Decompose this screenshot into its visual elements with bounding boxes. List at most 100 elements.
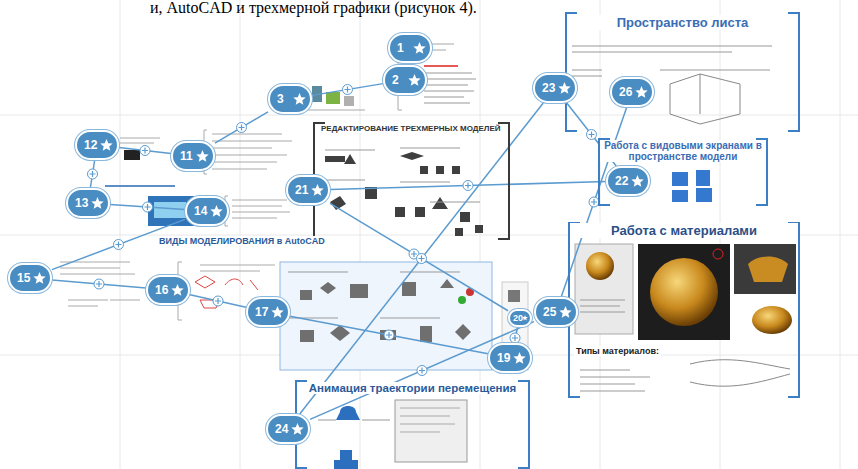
path-point: 11 — [171, 141, 215, 171]
path-point: 23 — [533, 73, 577, 103]
step-marker — [140, 146, 150, 156]
step-marker-cross — [419, 256, 425, 262]
path-number: 16 — [148, 277, 188, 303]
path-connector — [312, 84, 383, 96]
path-number: 23 — [535, 75, 575, 101]
thumbnail — [124, 150, 140, 160]
frame-title: РЕДАКТИРОВАНИЕ ТРЕХМЕРНЫХ МОДЕЛЕЙ — [319, 124, 504, 133]
star-icon — [171, 284, 184, 297]
thumbnail — [326, 92, 340, 104]
star-shape — [293, 93, 305, 105]
path-point: 3 — [268, 84, 312, 114]
star-shape — [513, 352, 525, 364]
path-connector — [90, 160, 94, 188]
frame-note: Типы материалов: — [574, 346, 661, 356]
step-marker-ring — [417, 366, 427, 376]
model-icons — [508, 290, 520, 302]
thumbnail — [344, 96, 354, 106]
step-marker-cross — [90, 171, 96, 177]
star-shape — [559, 306, 571, 318]
star-shape — [33, 272, 45, 284]
star-shape — [291, 423, 303, 435]
path-number: 14 — [187, 198, 227, 224]
step-marker — [384, 330, 394, 340]
slide-frame: Работа с материаламиТипы материалов: — [568, 222, 800, 398]
path-point: 25 — [534, 297, 578, 327]
slide-frame: Пространство листа — [565, 12, 800, 132]
path-number: 22 — [608, 168, 648, 194]
path-number: 26 — [612, 79, 652, 105]
star-icon — [631, 175, 644, 188]
step-marker-ring — [237, 123, 247, 133]
path-point: 21 — [286, 175, 330, 205]
color-dot — [458, 296, 466, 304]
star-icon — [311, 184, 324, 197]
frame-title: Анимация траектории перемещения — [297, 382, 528, 394]
cut-caption: и, AutoCAD и трехмерной графики (рисунок… — [148, 0, 479, 17]
path-number: 3 — [270, 86, 310, 112]
star-shape — [196, 150, 208, 162]
path-point: 12 — [75, 130, 119, 160]
star-icon — [635, 86, 648, 99]
step-marker — [417, 366, 427, 376]
star-icon — [513, 352, 526, 365]
step-marker-ring — [343, 85, 353, 95]
step-marker-cross — [239, 125, 245, 131]
path-point: 26 — [610, 77, 654, 107]
slide-red-heading — [424, 65, 458, 67]
star-icon — [559, 306, 572, 319]
path-connector — [52, 280, 146, 288]
path-point: 15 — [8, 263, 52, 293]
step-marker-cross — [345, 87, 351, 93]
frame-title: Пространство листа — [567, 15, 798, 30]
star-shape — [631, 175, 643, 187]
path-point: 14 — [185, 196, 229, 226]
path-number: 21 — [288, 177, 328, 203]
path-point: 24 — [266, 414, 310, 444]
step-marker — [143, 202, 153, 212]
path-connector — [300, 103, 544, 414]
star-shape — [635, 86, 647, 98]
slide-text-lines — [305, 110, 365, 111]
path-connector — [290, 316, 488, 354]
step-marker-ring — [88, 169, 98, 179]
star-icon — [293, 93, 306, 106]
star-icon — [33, 272, 46, 285]
step-marker-cross — [419, 368, 425, 374]
model-icons — [300, 279, 471, 342]
slide-frame: РЕДАКТИРОВАНИЕ ТРЕХМЕРНЫХ МОДЕЛЕЙ — [313, 122, 510, 240]
star-icon — [558, 82, 571, 95]
star-icon — [291, 423, 304, 436]
slide-text-lines — [288, 272, 460, 318]
star-shape — [408, 74, 420, 86]
step-marker — [343, 85, 353, 95]
step-marker — [114, 240, 124, 250]
path-number: 25 — [536, 299, 576, 325]
step-marker-cross — [96, 281, 102, 287]
path-connector — [215, 112, 268, 143]
star-shape — [311, 184, 323, 196]
step-marker-cross — [145, 204, 151, 210]
step-marker-cross — [591, 199, 597, 205]
path-number: 20 — [510, 311, 530, 325]
step-marker — [417, 254, 427, 264]
path-point: 19 — [488, 343, 532, 373]
star-icon — [100, 139, 113, 152]
path-number: 12 — [77, 132, 117, 158]
step-marker — [510, 333, 520, 343]
star-icon — [196, 150, 209, 163]
step-marker-cross — [386, 332, 392, 338]
path-point: 20 — [508, 309, 532, 327]
slide-text-lines — [424, 73, 476, 103]
label-holder: и, AutoCAD и трехмерной графики (рисунок… — [148, 0, 479, 17]
star-icon — [408, 74, 421, 87]
path-point: 13 — [66, 188, 110, 218]
step-marker — [237, 123, 247, 133]
star-shape — [413, 42, 425, 54]
step-marker-ring — [143, 202, 153, 212]
slide-heading-line — [105, 185, 175, 187]
step-marker — [94, 279, 104, 289]
slide-text-lines — [232, 200, 290, 218]
step-marker-ring — [140, 146, 150, 156]
